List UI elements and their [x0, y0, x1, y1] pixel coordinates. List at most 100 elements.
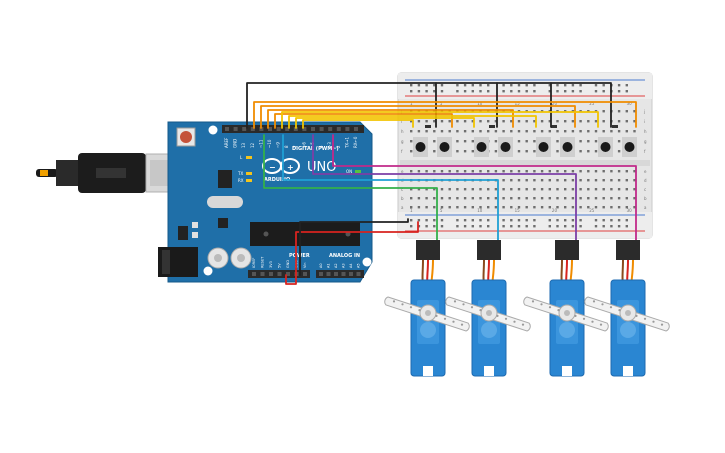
pin-label: A4 [349, 263, 353, 268]
wire-orange[interactable] [267, 109, 514, 129]
svg-text:+: + [287, 163, 294, 172]
analog-label: ANALOG IN [329, 253, 360, 259]
pin-label: 5V [278, 263, 282, 268]
wire-black[interactable] [550, 82, 612, 128]
pin-label: GND [233, 139, 238, 148]
column-number: 30 [627, 208, 633, 213]
board-brand: ARDUINO [264, 177, 290, 183]
row-letter: b [401, 196, 404, 201]
rx-label: RX [238, 178, 244, 183]
row-letter: c [644, 187, 646, 192]
row-letter: i [644, 119, 645, 124]
wire-orange[interactable] [274, 113, 453, 129]
digital-header [222, 125, 364, 133]
column-number: 15 [515, 208, 521, 213]
servo-motor-icon[interactable] [584, 240, 670, 377]
column-number: 10 [477, 101, 483, 106]
row-letter: h [401, 129, 404, 134]
column-number: 5 [440, 101, 443, 106]
l-label: L [240, 155, 243, 160]
row-letter: b [644, 196, 647, 201]
row-letter: d [644, 178, 647, 183]
row-letter: a [644, 205, 647, 210]
wire-orange[interactable] [253, 101, 637, 129]
column-number: 5 [440, 208, 443, 213]
pin-label: 3V3 [269, 261, 273, 268]
wire-red[interactable] [285, 221, 419, 285]
pin-label: TX→1 [344, 136, 349, 149]
pin-label: ~10 [267, 139, 272, 148]
digital-label: DIGITAL (PWM~) [292, 146, 339, 152]
servo-motor-icon[interactable] [523, 240, 609, 377]
pin-label: AREF [224, 137, 229, 148]
row-letter: f [644, 149, 646, 154]
pin-label: A1 [327, 263, 331, 268]
wire-magenta[interactable] [332, 134, 637, 256]
board-model: UNO [307, 160, 336, 175]
wires [246, 82, 637, 285]
row-letter: a [401, 205, 404, 210]
wire-yellow[interactable] [302, 119, 414, 129]
pushbutton-icon[interactable] [536, 137, 575, 157]
pin-label: 8 [284, 145, 289, 148]
pin-label: RESET [261, 256, 265, 268]
wire-yellow[interactable] [281, 111, 599, 129]
pin-label: 2 [336, 145, 341, 148]
row-letter: e [644, 169, 647, 174]
servo-motor-icon[interactable] [384, 240, 470, 377]
pin-label: ~9 [276, 142, 281, 148]
column-number: 1 [410, 101, 413, 106]
wire-orange[interactable] [260, 105, 576, 129]
pushbutton-icon[interactable] [598, 137, 637, 157]
row-letter: c [401, 187, 403, 192]
arduino-board: − + UNO ARDUINO DIGITAL (PWM~) POWER ANA… [158, 121, 373, 283]
column-number: 25 [589, 208, 595, 213]
wire-blue[interactable] [282, 134, 499, 256]
pin-label: A2 [334, 263, 338, 268]
column-number: 30 [627, 101, 633, 106]
on-label: ON [346, 169, 352, 174]
pin-label: A3 [342, 263, 346, 268]
arduino-logo: − + [262, 158, 300, 174]
wire-purple[interactable] [312, 134, 577, 256]
column-number: 1 [410, 208, 413, 213]
pin-label: IOREF [252, 258, 256, 268]
row-letter: h [644, 129, 647, 134]
servo-motor-icon[interactable] [445, 240, 531, 377]
row-letter: f [401, 149, 403, 154]
wire-yellow[interactable] [288, 115, 537, 129]
pin-label: ~11 [258, 139, 263, 148]
pin-label: 4 [319, 145, 324, 148]
column-number: 20 [552, 208, 558, 213]
pushbutton-icon[interactable] [474, 137, 513, 157]
column-number: 10 [477, 208, 483, 213]
tx-label: TX [237, 171, 243, 176]
pin-label: GND [286, 260, 290, 268]
wire-black[interactable] [299, 218, 409, 276]
row-letter: j [643, 109, 645, 114]
pin-label: Vin [303, 262, 307, 268]
row-letter: g [644, 139, 647, 144]
column-number: 20 [552, 101, 558, 106]
pin-label: RX←0 [353, 136, 358, 148]
wire-yellow[interactable] [295, 117, 475, 129]
row-letter: e [401, 169, 404, 174]
pin-label: 12 [250, 142, 255, 148]
row-letter: g [401, 139, 404, 144]
analog-header [316, 270, 364, 278]
column-number: 15 [515, 101, 521, 106]
pin-label: ~3 [327, 142, 332, 148]
pin-label: A5 [357, 263, 361, 268]
pin-label: 13 [241, 142, 246, 148]
svg-text:−: − [269, 163, 276, 172]
row-letter: i [401, 119, 402, 124]
column-number: 25 [589, 101, 595, 106]
pin-label: A0 [319, 263, 323, 268]
wire-green[interactable] [263, 134, 438, 256]
pin-label: 7 [293, 145, 298, 148]
wire-black[interactable] [246, 82, 498, 129]
pushbutton-icon[interactable] [410, 136, 460, 160]
pin-label: ~6 [301, 142, 306, 148]
